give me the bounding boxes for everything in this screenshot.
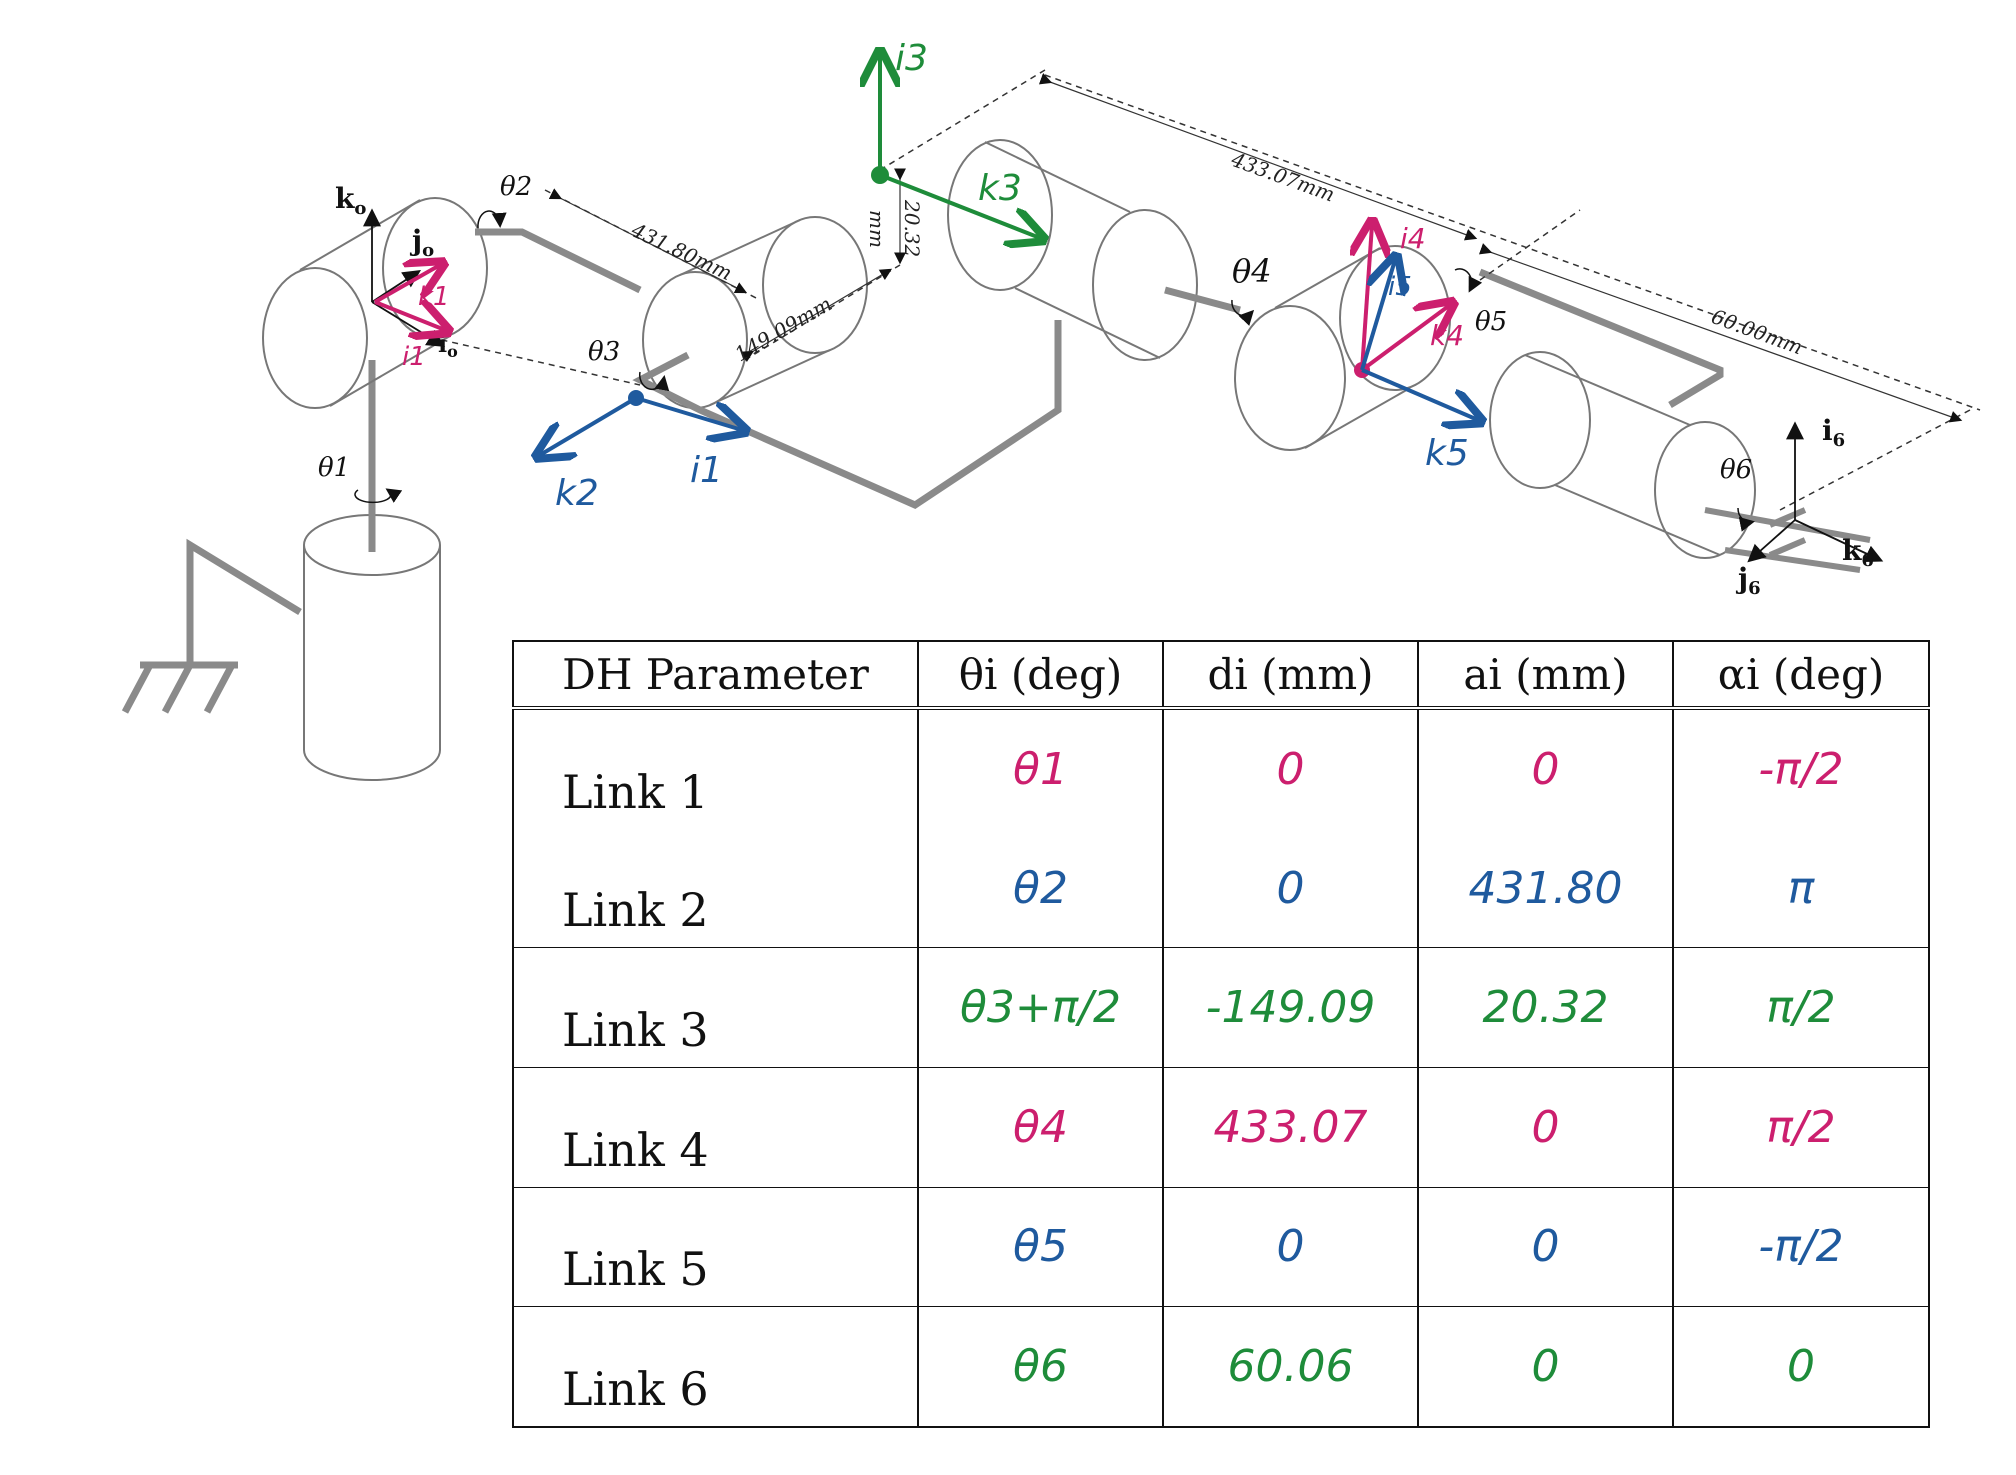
upper-arm-link <box>475 228 642 294</box>
k4-label: k4 <box>1430 319 1464 352</box>
i1-label: i1 <box>402 342 426 372</box>
i4-label: i4 <box>1400 222 1426 255</box>
i0-label: io <box>438 329 458 361</box>
dimension-forearm-offset: 20.32 <box>900 199 924 257</box>
i5-label: i5 <box>1388 272 1412 302</box>
dimension-arrows <box>548 73 1963 423</box>
link-label: Link 2 <box>512 829 919 948</box>
table-header-row: DH Parameter θi (deg) di (mm) ai (mm) αi… <box>512 640 1930 710</box>
d-value: -149.09 <box>1162 947 1419 1068</box>
theta-value: θ5 <box>917 1186 1164 1307</box>
theta4-label: θ4 <box>1232 252 1272 290</box>
frame5-axes <box>1360 260 1478 420</box>
a-value: 0 <box>1417 1066 1674 1188</box>
d-value: 60.06 <box>1162 1306 1419 1429</box>
link-label: Link 4 <box>512 1066 919 1188</box>
i2-label: i1 <box>690 450 723 491</box>
i3-label: i3 <box>895 38 928 79</box>
dimension-forearm-length: 433.07mm <box>1227 147 1338 207</box>
alpha-value: π/2 <box>1672 947 1930 1068</box>
k1-label: k1 <box>418 282 450 312</box>
i6-label: i6 <box>1822 414 1845 451</box>
a-value: 20.32 <box>1417 947 1674 1068</box>
theta2-label: θ2 <box>500 172 532 202</box>
rotation-arcs <box>354 210 1755 532</box>
theta3-label: θ3 <box>588 337 620 367</box>
k3-label: k3 <box>978 168 1022 209</box>
link-label: Link 6 <box>512 1306 919 1429</box>
d-value: 0 <box>1162 829 1419 948</box>
theta-value: θ3+π/2 <box>917 947 1164 1068</box>
end-effector-frame-axes <box>1747 421 1884 563</box>
frame3-axes <box>880 55 1040 238</box>
link-label: Link 5 <box>512 1186 919 1307</box>
header-dh-parameter: DH Parameter <box>512 640 919 710</box>
theta6-label: θ6 <box>1720 455 1752 485</box>
theta-value: θ6 <box>917 1306 1164 1429</box>
ground-symbol <box>121 538 302 714</box>
theta5-label: θ5 <box>1475 307 1507 337</box>
k2-label: k2 <box>555 473 599 514</box>
dh-parameter-table: DH Parameter θi (deg) di (mm) ai (mm) αi… <box>512 640 1930 1429</box>
theta-value: θ2 <box>917 829 1164 948</box>
header-theta: θi (deg) <box>917 640 1164 710</box>
k5-label: k5 <box>1425 433 1469 474</box>
d-value: 433.07 <box>1162 1066 1419 1188</box>
j6-label: j6 <box>1735 562 1761 599</box>
j0-label: jo <box>409 224 434 261</box>
theta-value: θ4 <box>917 1066 1164 1188</box>
header-alpha: αi (deg) <box>1672 640 1930 710</box>
header-d: di (mm) <box>1162 640 1419 710</box>
dimension-forearm-offset-unit: mm <box>865 210 889 248</box>
header-a: ai (mm) <box>1417 640 1674 710</box>
forearm-link <box>632 320 1062 509</box>
link-label: Link 3 <box>512 947 919 1068</box>
end-effector-cylinder <box>1489 351 1756 559</box>
dimension-wrist-length: 60.00mm <box>1708 304 1806 359</box>
theta1-label: θ1 <box>318 453 350 483</box>
k6-label: k6 <box>1842 534 1874 571</box>
frame2-axes <box>540 396 742 455</box>
a-value: 0 <box>1417 1306 1674 1429</box>
theta-value: θ1 <box>917 708 1164 830</box>
link-label: Link 1 <box>512 708 919 830</box>
alpha-value: -π/2 <box>1672 1186 1930 1307</box>
d-value: 0 <box>1162 708 1419 830</box>
d-value: 0 <box>1162 1186 1419 1307</box>
a-value: 0 <box>1417 1186 1674 1307</box>
alpha-value: 0 <box>1672 1306 1930 1429</box>
base-cylinder <box>303 514 441 781</box>
dimension-lines <box>419 69 1981 511</box>
wrist-shaft <box>1164 286 1241 314</box>
k0-label: ko <box>335 182 366 219</box>
alpha-value: π <box>1672 829 1930 948</box>
a-value: 431.80 <box>1417 829 1674 948</box>
frame1-axes <box>374 265 445 330</box>
alpha-value: -π/2 <box>1672 708 1930 830</box>
alpha-value: π/2 <box>1672 1066 1930 1188</box>
a-value: 0 <box>1417 708 1674 830</box>
